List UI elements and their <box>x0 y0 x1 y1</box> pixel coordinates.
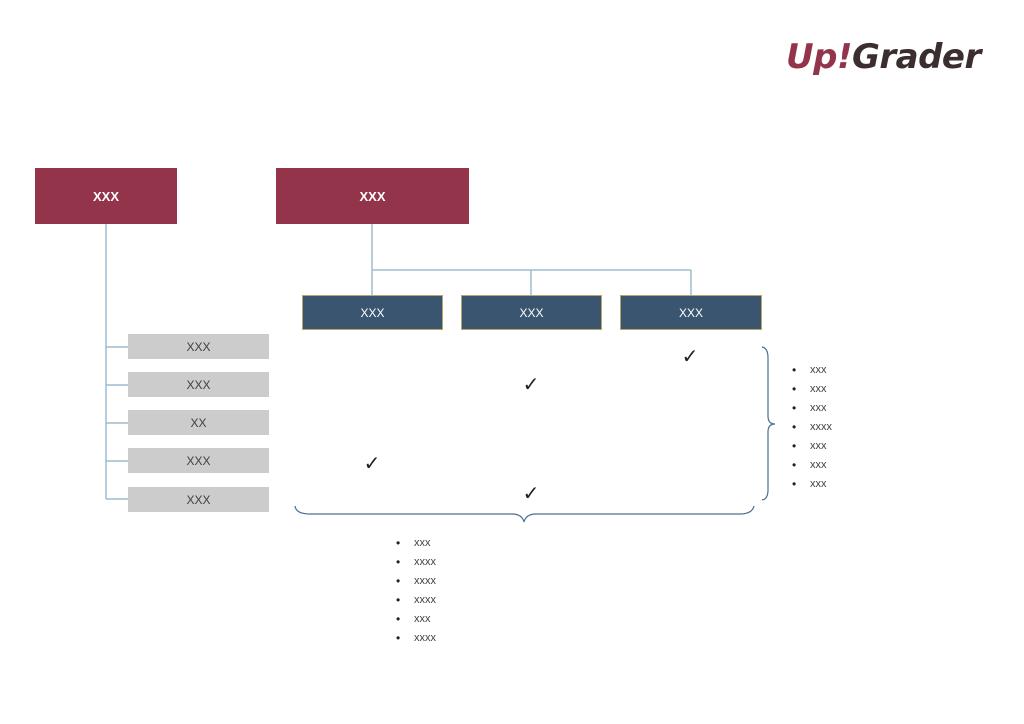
list-item: xxx <box>790 475 832 494</box>
check-icon: ✓ <box>522 372 540 396</box>
list-item: xxxx <box>394 629 436 648</box>
left-item-box-4: XXX <box>128 448 269 473</box>
upgrader-logo: Up!Grader <box>786 34 981 80</box>
right-header-box: XXX <box>276 168 469 224</box>
left-item-box-3: XX <box>128 410 269 435</box>
check-icon: ✓ <box>681 344 699 368</box>
logo-text-bang: ! <box>836 37 853 77</box>
logo-text-grader: Grader <box>851 37 981 77</box>
left-header-box: XXX <box>35 168 177 224</box>
bottom-curly-brace <box>294 505 755 523</box>
list-item: xxxx <box>394 553 436 572</box>
list-item: xxx <box>790 456 832 475</box>
list-item: xxx <box>790 361 832 380</box>
left-item-box-5: XXX <box>128 487 269 512</box>
list-item: xxx <box>790 380 832 399</box>
right-curly-brace <box>761 346 776 501</box>
list-item: xxxx <box>394 591 436 610</box>
logo-text-up: Up <box>786 37 837 77</box>
right-child-box-3: XXX <box>620 295 762 330</box>
list-item: xxx <box>394 610 436 629</box>
check-icon: ✓ <box>363 451 381 475</box>
right-bullet-list: xxx xxx xxx xxxx xxx xxx xxx <box>790 361 832 494</box>
right-child-box-1: XXX <box>302 295 443 330</box>
list-item: xxx <box>394 534 436 553</box>
list-item: xxx <box>790 399 832 418</box>
check-icon: ✓ <box>522 481 540 505</box>
list-item: xxxx <box>394 572 436 591</box>
list-item: xxxx <box>790 418 832 437</box>
left-item-box-1: XXX <box>128 334 269 359</box>
bottom-bullet-list: xxx xxxx xxxx xxxx xxx xxxx <box>394 534 436 648</box>
right-child-box-2: XXX <box>461 295 602 330</box>
list-item: xxx <box>790 437 832 456</box>
left-item-box-2: XXX <box>128 372 269 397</box>
